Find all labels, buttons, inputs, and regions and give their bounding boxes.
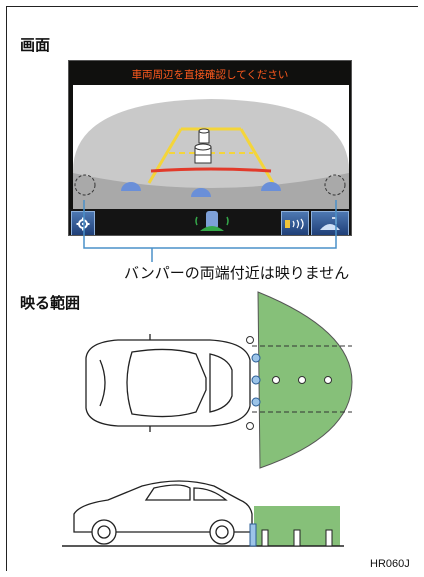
object-marker-2 xyxy=(298,376,306,384)
car-side-view xyxy=(73,480,253,545)
pole-far xyxy=(198,128,210,144)
guide-line-right xyxy=(239,128,275,184)
warning-message: 車両周辺を直接確認してください xyxy=(131,69,289,81)
guide-line-red xyxy=(150,167,272,173)
section-heading-screen: 画面 xyxy=(20,36,51,54)
blind-corner-left xyxy=(74,174,96,196)
sensor-bump-2 xyxy=(191,188,211,197)
sensor-marker-1 xyxy=(251,353,261,363)
sensor-bump-3 xyxy=(261,182,281,191)
car-top-view xyxy=(85,334,251,432)
figure-id: HR060J xyxy=(370,558,410,570)
side-pole-2 xyxy=(293,529,301,547)
pole-near xyxy=(194,143,212,164)
corner-marker-2 xyxy=(246,422,254,430)
side-pole-3 xyxy=(325,529,333,547)
section-heading-range: 映る範囲 xyxy=(20,294,81,312)
object-marker-1 xyxy=(272,376,280,384)
sensor-marker-2 xyxy=(251,375,261,385)
side-pole-1 xyxy=(261,529,269,547)
guide-line-left xyxy=(147,128,183,184)
page-frame xyxy=(6,6,418,571)
object-marker-3 xyxy=(324,376,332,384)
sensor-marker-3 xyxy=(251,397,261,407)
bumper-ends-caption: バンパーの両端付近は映りません xyxy=(124,264,350,282)
sensor-bump-1 xyxy=(121,182,141,191)
blind-corner-right xyxy=(324,174,346,196)
rear-sensor-side xyxy=(249,523,257,547)
corner-marker-1 xyxy=(246,336,254,344)
